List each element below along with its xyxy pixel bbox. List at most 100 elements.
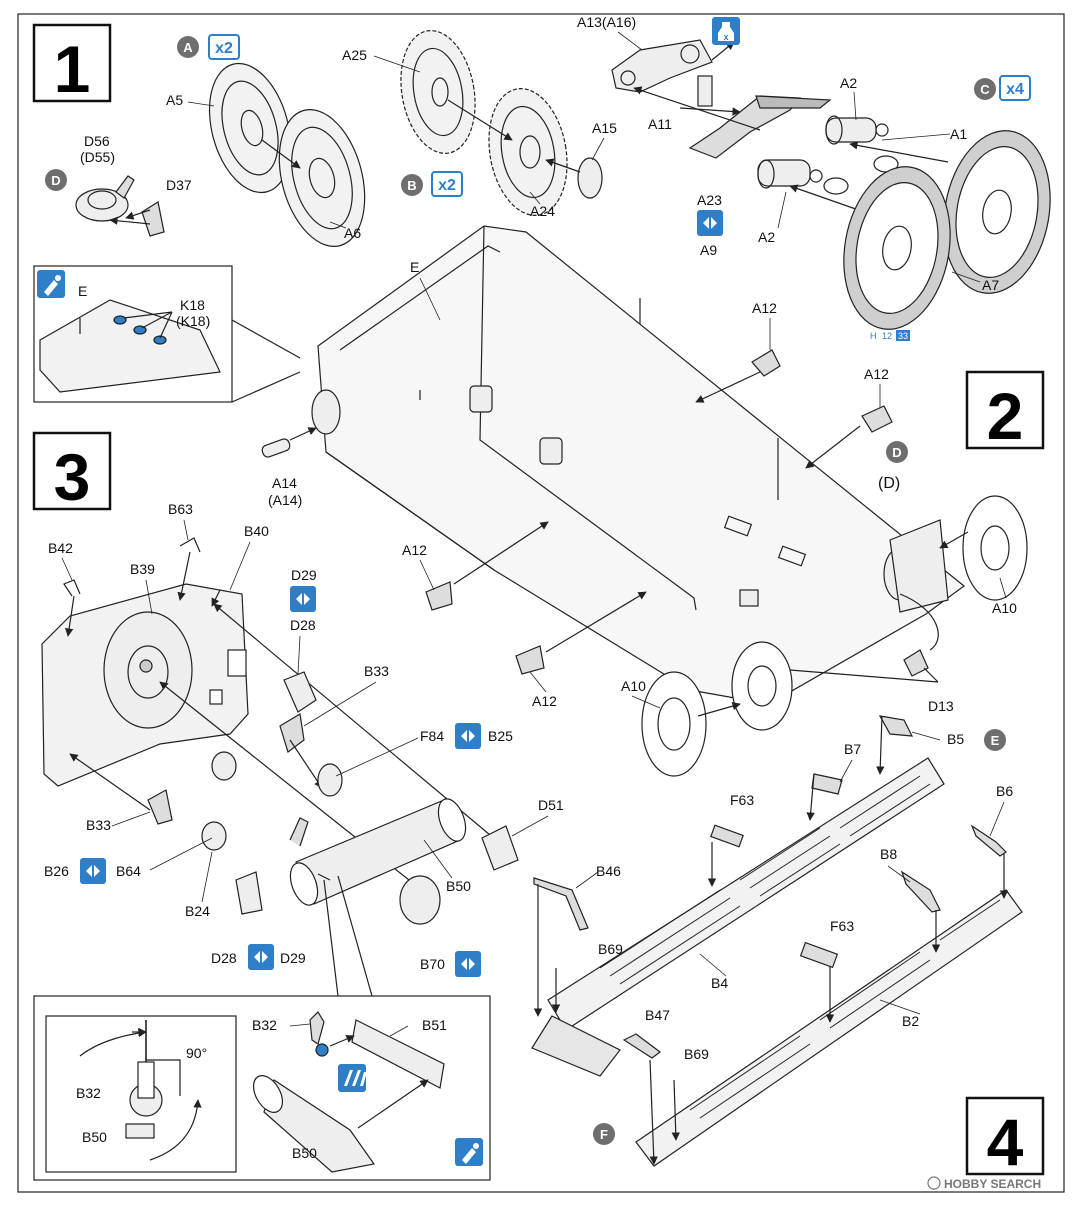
svg-text:x: x [723, 32, 728, 42]
label-b26: B26 [44, 863, 69, 879]
label-b7: B7 [844, 741, 861, 757]
label-d13: D13 [928, 698, 954, 714]
part-a2-lower-drawing [757, 159, 871, 215]
label-a1: A1 [950, 126, 967, 142]
label-b33-a: B33 [364, 663, 389, 679]
label-b69-b: B69 [684, 1046, 709, 1062]
label-d-paren: (D) [878, 475, 900, 492]
option-icon-d28 [248, 944, 274, 970]
marker-d-step2: D [886, 441, 908, 463]
svg-text:C: C [980, 82, 990, 97]
label-b39: B39 [130, 561, 155, 577]
label-e-detail: E [78, 283, 87, 299]
marker-c: C [974, 78, 996, 100]
marker-d-step1: D [45, 169, 67, 191]
label-a7: A7 [982, 277, 999, 293]
label-d37: D37 [166, 177, 192, 193]
multiplier-badges: x2 x2 x4 [208, 34, 1031, 197]
label-b5: B5 [947, 731, 964, 747]
glue-icon-k18 [37, 270, 65, 298]
sprocket-a24-drawing [488, 88, 568, 216]
part-a15-drawing [577, 157, 603, 199]
idler-a10-right [962, 495, 1028, 601]
svg-text:E: E [991, 733, 1000, 748]
label-d29-b: D29 [280, 950, 306, 966]
label-b25: B25 [488, 728, 513, 744]
watermark-text: HOBBY SEARCH [944, 1177, 1041, 1191]
badge-x2-b: x2 [431, 171, 463, 197]
label-k18-paren: (K18) [176, 313, 210, 329]
svg-text:D: D [892, 445, 901, 460]
sprocket-a25-drawing [400, 30, 476, 154]
rear-plate-drawing [41, 537, 519, 997]
leader-lines [61, 31, 1007, 1037]
label-b32: B32 [252, 1017, 277, 1033]
part-labels: A5 A6 D56 (D55) D37 A25 A24 A15 A13(A16)… [44, 14, 1017, 1161]
part-b70-drawing [399, 875, 441, 925]
option-icon-b26 [80, 858, 106, 884]
label-a5: A5 [166, 92, 183, 108]
label-a12-d: A12 [532, 693, 557, 709]
label-b32-detail: B32 [76, 1085, 101, 1101]
step-2-number: 2 [987, 379, 1024, 453]
label-d55: (D55) [80, 149, 115, 165]
badge-x2-a: x2 [208, 34, 240, 60]
label-a15: A15 [592, 120, 617, 136]
sheet-border [17, 13, 1065, 1193]
muffler-b50-drawing [289, 798, 467, 906]
badge-x4-c: x4 [999, 75, 1031, 101]
ref-h: H [870, 331, 877, 341]
label-a12-a: A12 [752, 300, 777, 316]
svg-text:D: D [51, 173, 60, 188]
label-a25: A25 [342, 47, 367, 63]
hull-drawing [261, 225, 1028, 777]
wheel-a5-drawing [208, 62, 292, 194]
label-b40: B40 [244, 523, 269, 539]
svg-text:F: F [600, 1127, 608, 1142]
label-f63-a: F63 [730, 792, 754, 808]
label-b50-detail2: B50 [292, 1145, 317, 1161]
detail-box-b32 [33, 995, 491, 1181]
step-1-box: 1 [32, 23, 112, 106]
label-a12-b: A12 [864, 366, 889, 382]
marker-f: F [593, 1123, 615, 1145]
label-b42: B42 [48, 540, 73, 556]
part-d56-drawing [75, 175, 165, 237]
step-1-number: 1 [54, 32, 91, 106]
label-a23: A23 [697, 192, 722, 208]
label-d29: D29 [291, 567, 317, 583]
label-b2: B2 [902, 1013, 919, 1029]
wheel-a7-drawing [843, 130, 1051, 330]
label-a9: A9 [700, 242, 717, 258]
label-a6: A6 [344, 225, 361, 241]
label-a14-paren: (A14) [268, 492, 302, 508]
label-f84: F84 [420, 728, 444, 744]
label-a13: A13(A16) [577, 14, 636, 30]
label-b50: B50 [446, 878, 471, 894]
paint-reference: H 12 33 [870, 330, 910, 341]
step-3-box: 3 [32, 431, 112, 514]
idler-arm-drawing [611, 39, 832, 159]
label-b6: B6 [996, 783, 1013, 799]
part-d28-top-drawing [283, 671, 317, 713]
option-icon-b70 [455, 951, 481, 977]
instruction-icons: x [37, 17, 740, 1166]
label-b63: B63 [168, 501, 193, 517]
glue-icon-detail [455, 1138, 483, 1166]
label-b70: B70 [420, 956, 445, 972]
step-4-box: 4 [965, 1096, 1045, 1179]
paint-icon [338, 1064, 367, 1092]
step-2-box: 2 [965, 370, 1045, 453]
svg-text:x4: x4 [1006, 81, 1024, 98]
label-a2-lower: A2 [758, 229, 775, 245]
label-b69-a: B69 [598, 941, 623, 957]
step-4-number: 4 [987, 1105, 1024, 1179]
label-a24: A24 [530, 203, 555, 219]
svg-text:x2: x2 [215, 40, 233, 57]
label-d51: D51 [538, 797, 564, 813]
label-a11: A11 [648, 116, 672, 132]
part-a2-upper-drawing [825, 115, 949, 173]
label-b46: B46 [596, 863, 621, 879]
